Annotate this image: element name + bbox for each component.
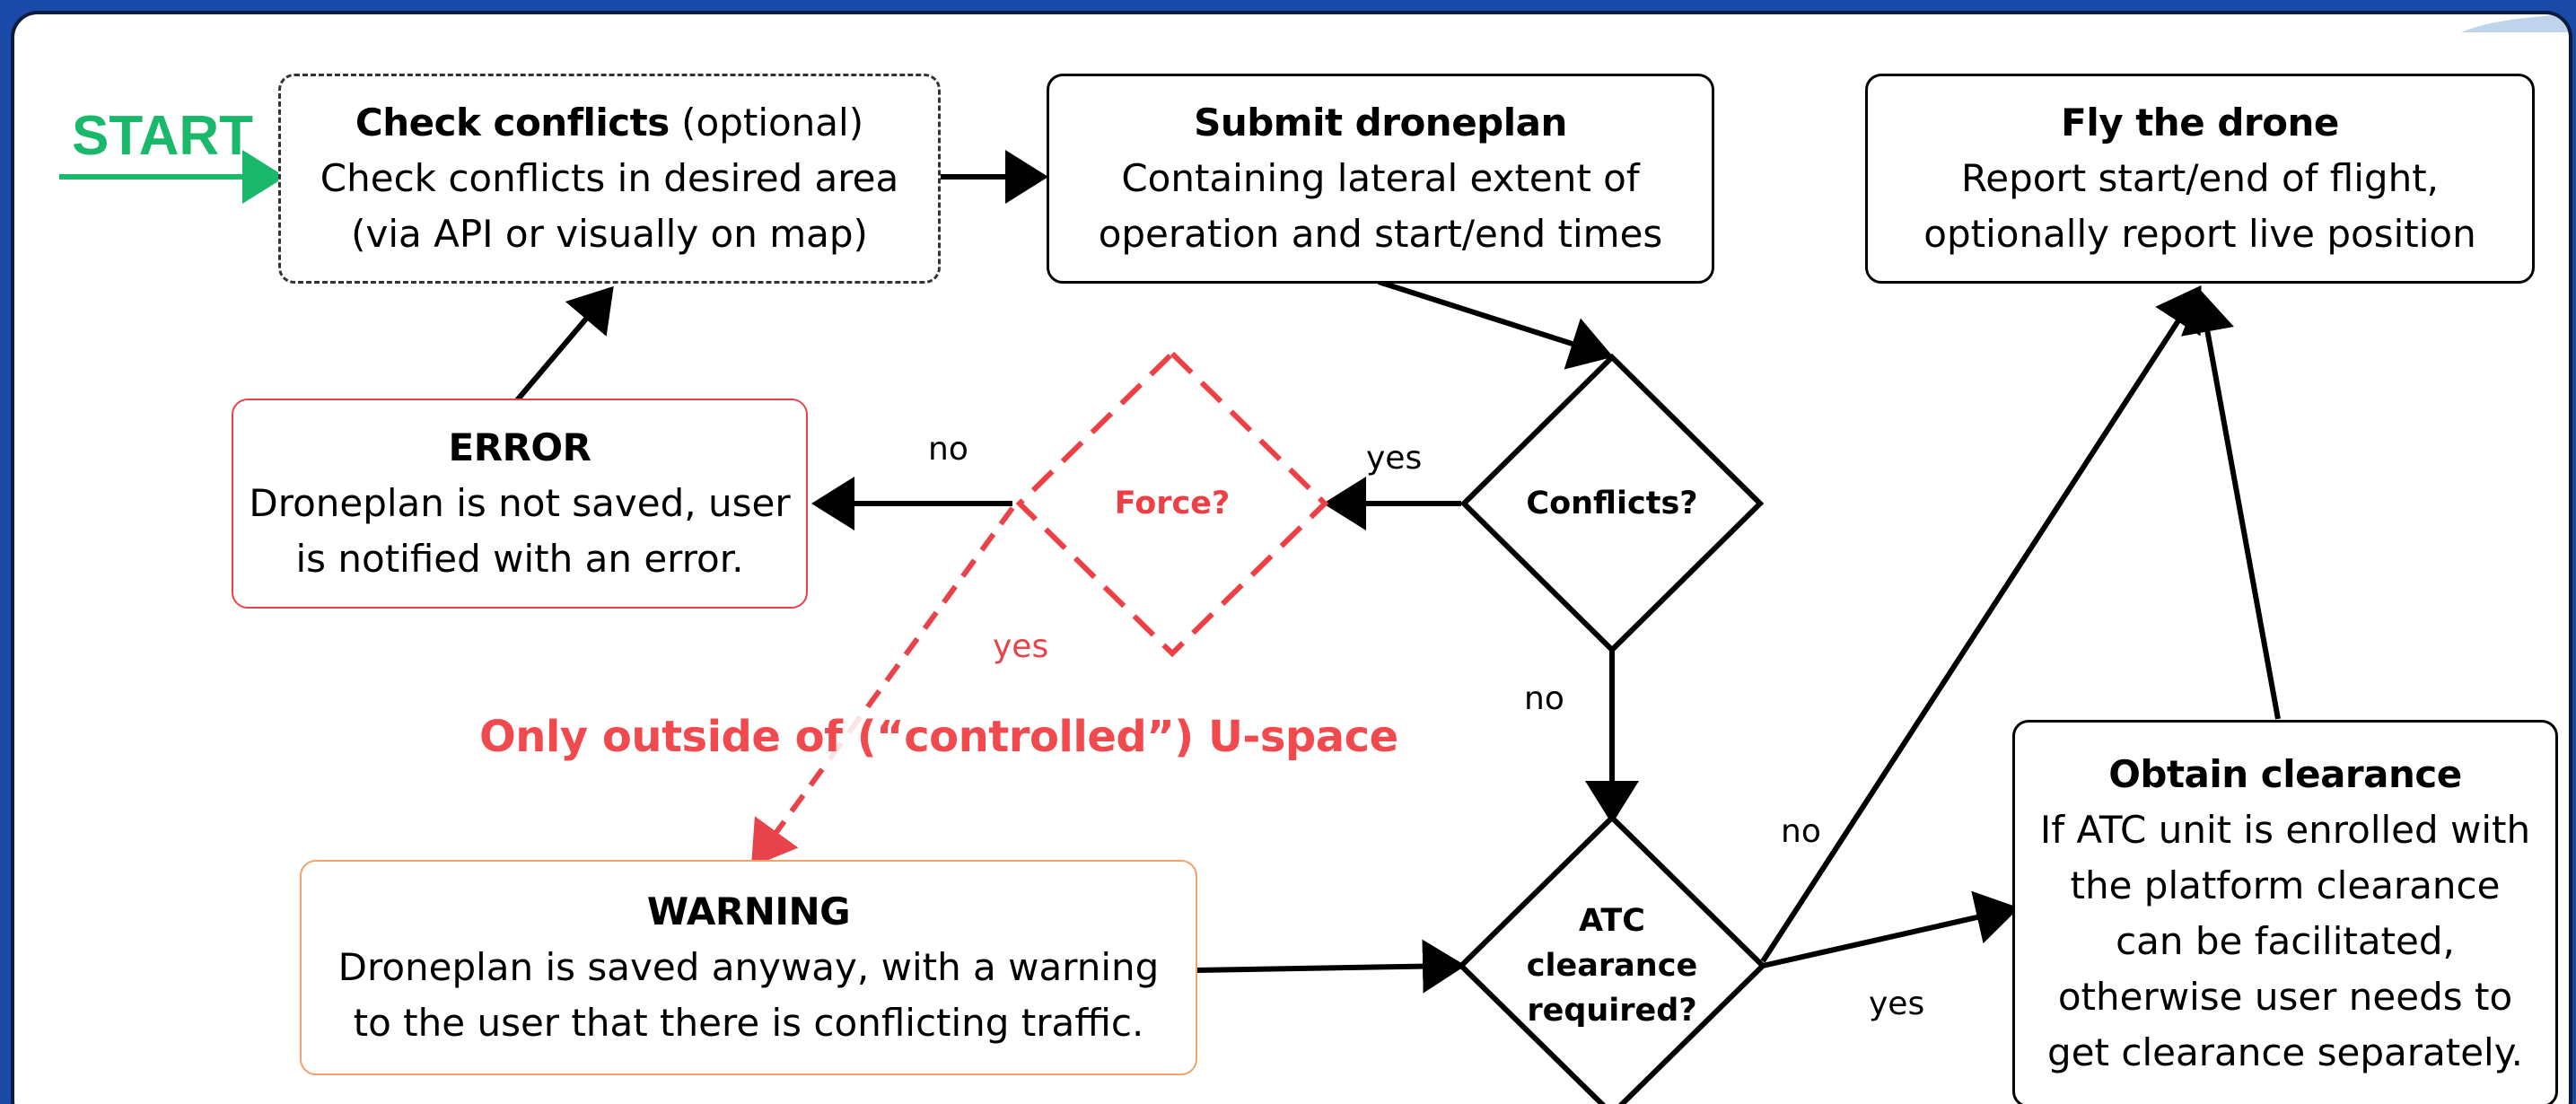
decision-conflicts-shape (1459, 353, 1765, 654)
warning-title: WARNING (646, 889, 851, 933)
decision-atc-line-2: clearance (1526, 948, 1698, 984)
submit-droneplan-line-1: Containing lateral extent of (1121, 156, 1640, 200)
decision-force-label: Force? (1114, 486, 1231, 521)
obtain-clearance-line-5: get clearance separately. (2047, 1030, 2523, 1074)
edge-clearance-to-fly (2180, 289, 2281, 720)
error-box: ERROR Droneplan is not saved, user is no… (232, 399, 808, 609)
fly-drone-title: Fly the drone (2061, 101, 2339, 145)
decision-conflicts-label: Conflicts? (1526, 486, 1698, 521)
error-line-2: is notified with an error. (295, 537, 744, 581)
warning-line-1: Droneplan is saved anyway, with a warnin… (337, 945, 1160, 989)
label-atc-yes: yes (1869, 986, 1925, 1022)
decision-atc-line-3: required? (1527, 993, 1697, 1029)
decision-atc-label: ATC clearance required? (1522, 898, 1702, 1033)
edge-error-to-check (514, 285, 614, 402)
obtain-clearance-line-4: otherwise user needs to (2057, 975, 2513, 1019)
edge-force-to-warning (750, 506, 1015, 867)
label-force-yes: yes (993, 628, 1049, 665)
submit-droneplan-title: Submit droneplan (1194, 101, 1567, 145)
corner-decoration (2461, 14, 2569, 32)
label-atc-no: no (1781, 813, 1821, 850)
warning-line-2: to the user that there is conflicting tr… (353, 1001, 1144, 1045)
obtain-clearance-box: Obtain clearance If ATC unit is enrolled… (2012, 720, 2558, 1104)
error-line-1: Droneplan is not saved, user (249, 481, 791, 525)
submit-droneplan-line-2: operation and start/end times (1098, 212, 1663, 256)
label-conflicts-yes: yes (1366, 440, 1423, 477)
obtain-clearance-title: Obtain clearance (2108, 752, 2462, 796)
edge-atc-to-clearance (1762, 890, 2020, 968)
warning-box: WARNING Droneplan is saved anyway, with … (300, 860, 1197, 1075)
error-title: ERROR (448, 425, 591, 469)
edge-submit-to-conflicts (1378, 279, 1614, 370)
decision-atc-shape (1457, 813, 1767, 1104)
obtain-clearance-line-1: If ATC unit is enrolled with (2039, 808, 2531, 852)
check-conflicts-optional: (optional) (681, 101, 864, 145)
check-conflicts-title: Check conflicts (355, 101, 670, 145)
fly-drone-line-1: Report start/end of flight, (1960, 156, 2440, 200)
check-conflicts-line-1: Check conflicts in desired area (320, 156, 899, 200)
check-conflicts-line-2: (via API or visually on map) (351, 212, 868, 256)
edge-warning-to-atc (1194, 939, 1466, 994)
fly-drone-line-2: optionally report live position (1923, 212, 2476, 256)
fly-drone-box: Fly the drone Report start/end of flight… (1865, 74, 2535, 284)
start-label: START (72, 105, 254, 167)
label-conflicts-no: no (1524, 680, 1564, 717)
obtain-clearance-line-2: the platform clearance (2070, 863, 2501, 907)
diagram-canvas: START Check conflicts (optional) Check c… (11, 11, 2572, 1104)
submit-droneplan-box: Submit droneplan Containing lateral exte… (1047, 74, 1714, 284)
flow-connectors (59, 150, 2281, 1104)
obtain-clearance-line-3: can be facilitated, (2116, 919, 2455, 963)
u-space-note: Only outside of (“controlled”) U-space (474, 712, 1404, 762)
decision-atc-line-1: ATC (1579, 903, 1645, 939)
label-force-no: no (928, 431, 968, 468)
edge-atc-to-fly (1760, 285, 2202, 963)
decision-force-shape (1015, 349, 1329, 658)
check-conflicts-box: Check conflicts (optional) Check conflic… (278, 74, 941, 284)
